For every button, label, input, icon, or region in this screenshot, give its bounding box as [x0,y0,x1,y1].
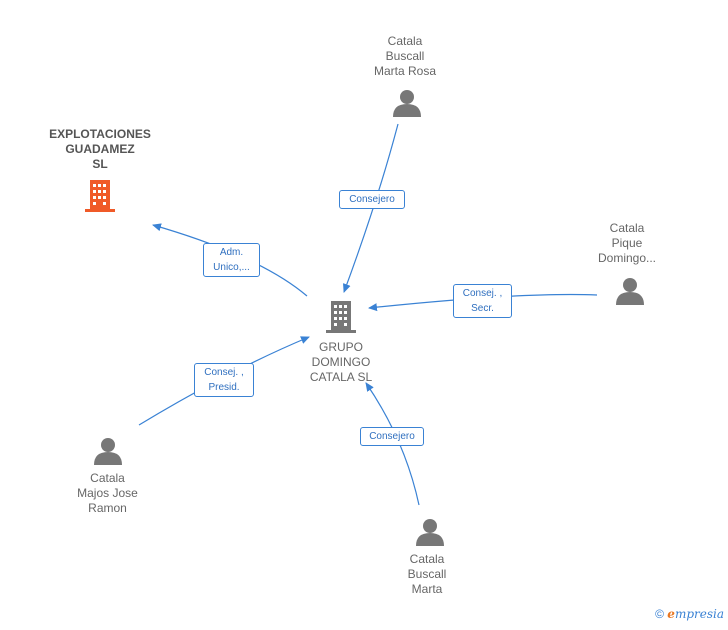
pique-person-icon[interactable] [616,278,644,305]
edge-label-consej-presid[interactable]: Consej. , Presid. [194,363,254,397]
marta-rosa-person-icon[interactable] [393,90,421,117]
grupo-label-line: GRUPO [318,340,363,354]
marta-rosa-label-line: Buscall [385,49,425,63]
marta-label-line: Marta [411,582,443,596]
edge-label-adm[interactable]: Adm. Unico,... [203,243,260,277]
edge-label-consejero-bottom[interactable]: Consejero [360,427,424,446]
edge-label-adm-line: Adm. [219,247,244,258]
edge-label-consej-secr-line: Consej. , [462,288,503,299]
marta-person-icon[interactable] [416,519,444,546]
brand-logo-rest: mpresia [674,607,724,621]
pique-label[interactable]: Catala Pique Domingo... [582,221,672,266]
edge-label-consejero-top[interactable]: Consejero [339,190,405,209]
marta-rosa-label[interactable]: Catala Buscall Marta Rosa [355,34,455,79]
edge-label-consej-secr[interactable]: Consej. , Secr. [453,284,512,318]
pique-label-line: Pique [611,236,643,250]
copyright-icon: © [655,607,664,621]
edge-label-consej-secr-line: Secr. [471,303,494,314]
marta-label-line: Buscall [407,567,447,581]
explotaciones-building-icon[interactable] [85,180,115,212]
pique-label-line: Catala [609,221,645,235]
explotaciones-label[interactable]: EXPLOTACIONES GUADAMEZ SL [40,127,160,172]
majos-label-line: Catala [90,471,125,485]
majos-label[interactable]: Catala Majos Jose Ramon [55,471,160,516]
marta-label-line: Catala [409,552,445,566]
majos-label-line: Ramon [88,501,127,515]
grupo-label-line: DOMINGO [311,355,371,369]
grupo-label[interactable]: GRUPO DOMINGO CATALA SL [296,340,386,385]
marta-rosa-label-line: Marta Rosa [373,64,437,78]
footer-brand[interactable]: © empresia [655,607,724,621]
explotaciones-label-line: SL [92,157,108,171]
explotaciones-label-line: EXPLOTACIONES [49,127,151,141]
marta-rosa-label-line: Catala [387,34,423,48]
grupo-label-line: CATALA SL [309,370,373,384]
edge-label-consejero-top-line: Consejero [349,194,395,205]
majos-person-icon[interactable] [94,438,122,465]
brand-logo: empresia [667,607,724,621]
edge-label-adm-line: Unico,... [213,262,250,273]
edge-label-consej-presid-line: Consej. , [204,367,244,378]
edge-label-consej-presid-line: Presid. [208,382,240,393]
brand-logo-e: e [667,607,675,621]
edge-label-consejero-bottom-line: Consejero [369,431,415,442]
pique-label-line: Domingo... [597,251,657,265]
majos-label-line: Majos Jose [77,486,138,500]
grupo-building-icon[interactable] [326,301,356,333]
explotaciones-label-line: GUADAMEZ [65,142,135,156]
marta-label[interactable]: Catala Buscall Marta [382,552,472,597]
